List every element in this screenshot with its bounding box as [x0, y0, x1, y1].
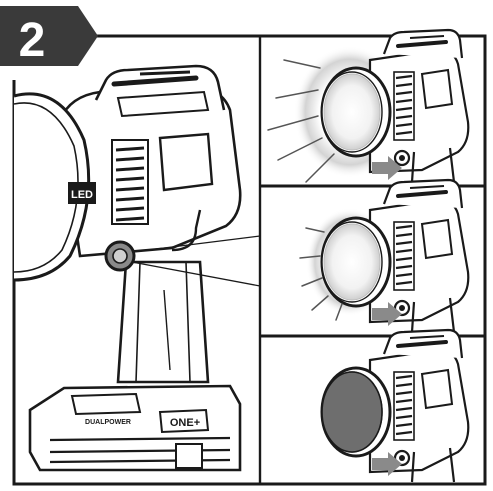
callout-line-lower [131, 261, 261, 287]
press-arrow-low [372, 302, 402, 326]
led-badge-label: LED [71, 189, 93, 201]
panel-high-beam [267, 28, 471, 184]
light-rays-high [267, 59, 335, 183]
lens-low [323, 223, 381, 301]
panel-off [320, 328, 471, 484]
lens-off [321, 371, 383, 453]
frame-border [12, 34, 487, 486]
step-badge: 2 [0, 6, 98, 67]
panel-low-beam [299, 178, 471, 334]
battery-brand-label: DUALPOWER [85, 419, 131, 426]
battery-logo-label: ONE+ [170, 417, 200, 429]
step-number: 2 [19, 14, 46, 67]
main-flashlight: LED DUALPOWER ONE+ [13, 64, 261, 472]
callout-line-upper [131, 235, 261, 253]
press-arrow-high [372, 156, 402, 180]
light-rays-low [299, 227, 343, 321]
lens-high [323, 73, 381, 151]
press-arrow-off [372, 452, 402, 476]
